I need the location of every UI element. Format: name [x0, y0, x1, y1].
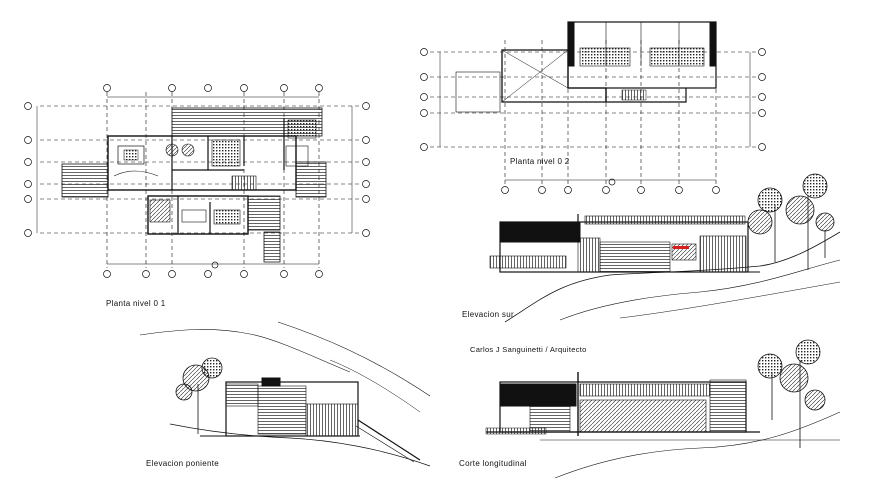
west-elevation-label: Elevacion poniente — [146, 459, 220, 468]
south-elevation — [489, 173, 841, 323]
south-elevation-label: Elevacion sur — [462, 310, 514, 319]
plan-level-1 — [24, 84, 370, 278]
plan-level-2 — [420, 21, 766, 194]
plan-level-1-label: Planta nivel 0 1 — [106, 299, 166, 308]
longitudinal-section-label: Corte longitudinal — [459, 459, 527, 468]
architect-credit: Carlos J Sanguinetti / Arquitecto — [470, 345, 587, 354]
west-elevation — [139, 321, 431, 467]
plan-level-2-label: Planta nivel 0 2 — [510, 157, 570, 166]
longitudinal-section — [485, 339, 841, 479]
